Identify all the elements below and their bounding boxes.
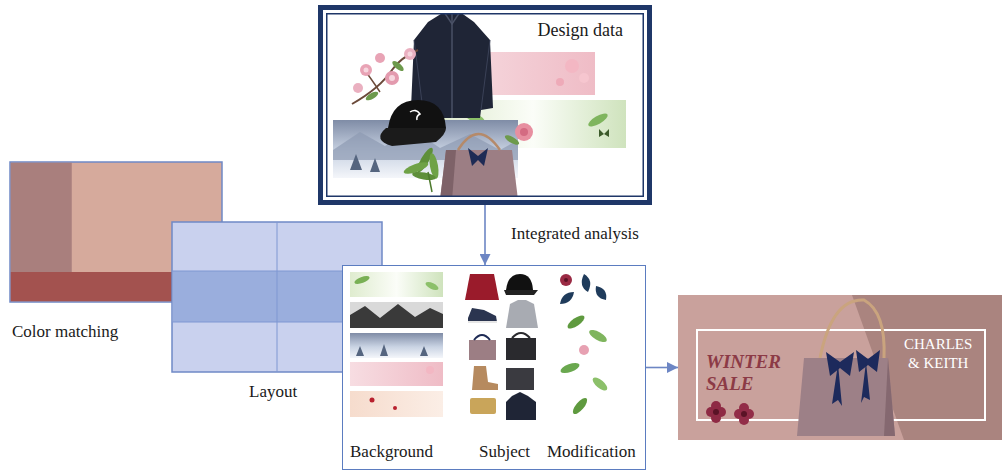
banner-artwork [826, 350, 880, 376]
design-collage [385, 71, 399, 85]
design-collage [586, 111, 609, 129]
element-thumbnails [474, 335, 490, 340]
brand-name: CHARLES & KEITH [904, 335, 972, 373]
element-thumbnails [424, 280, 439, 291]
design-collage [579, 73, 589, 83]
design-collage [451, 14, 453, 118]
banner-artwork [678, 295, 1002, 440]
card-caption: Color matching [12, 322, 118, 342]
element-thumbnails [350, 362, 443, 386]
design-collage [391, 59, 406, 73]
design-collage [599, 129, 609, 137]
element-thumbnails [506, 338, 536, 360]
element-thumbnails [468, 321, 497, 323]
element-thumbnails [559, 361, 581, 375]
panel-ground [342, 265, 646, 470]
element-thumbnails [506, 274, 533, 290]
element-thumbnails [512, 333, 530, 338]
banner-artwork [678, 295, 1002, 440]
sale-headline: WINTER SALE [706, 351, 781, 395]
element-thumbnails [350, 302, 443, 328]
flow-arrow [484, 205, 486, 265]
design-collage [444, 12, 460, 24]
design-collage [408, 52, 413, 57]
card-caption: Layout [249, 382, 297, 402]
color-matching-card: Color matching [10, 162, 222, 302]
element-thumbnails [469, 340, 496, 360]
design-collage [380, 128, 446, 146]
design-collage [412, 170, 437, 181]
element-thumbnails [350, 272, 443, 297]
banner-artwork [884, 358, 895, 436]
design-collage [389, 75, 395, 81]
design-collage [388, 100, 446, 128]
flower-ornament [706, 401, 754, 425]
element-thumbnails [506, 300, 538, 328]
design-collage [414, 40, 490, 110]
element-thumbnails [591, 375, 610, 393]
design-collage [520, 128, 528, 136]
column-label: Modification [547, 442, 636, 462]
design-collage [565, 59, 579, 73]
design-collage [333, 12, 626, 200]
column-label: Background [350, 442, 433, 462]
element-thumbnails [350, 333, 443, 358]
banner-artwork [832, 362, 870, 406]
layout-card: Layout [172, 222, 382, 372]
design-data-panel: Design data [318, 5, 652, 205]
flower-ornament [713, 409, 719, 415]
design-collage [440, 150, 456, 200]
design-collage [428, 172, 432, 192]
design-collage [515, 123, 533, 141]
design-collage [364, 90, 379, 102]
element-thumbnails [356, 344, 428, 356]
flower-ornament [741, 411, 747, 417]
element-thumbnails [566, 313, 587, 331]
design-collage [410, 110, 420, 120]
element-thumbnails [560, 274, 572, 286]
element-thumbnails [506, 392, 536, 420]
design-collage [556, 78, 564, 86]
element-thumbnails [350, 391, 443, 417]
color-swatch-card [11, 163, 72, 272]
element-thumbnails [560, 274, 606, 304]
element-thumbnails [350, 272, 609, 420]
element-thumbnails [506, 368, 534, 390]
element-thumbnails [465, 274, 499, 300]
element-thumbnails [393, 406, 397, 410]
banner-artwork [820, 300, 884, 358]
banner-poster: WINTER SALE CHARLES & KEITH [678, 295, 1002, 440]
element-library-panel: Background Subject Modification [342, 265, 646, 470]
element-thumbnails [350, 304, 443, 328]
element-thumbnails [472, 366, 498, 390]
element-thumbnails [579, 345, 589, 355]
edge-label: Integrated analysis [511, 224, 639, 244]
element-thumbnails [370, 398, 375, 403]
design-collage [375, 53, 385, 63]
element-thumbnails [564, 278, 568, 282]
element-thumbnails [571, 396, 590, 416]
design-collage [353, 83, 363, 93]
element-thumbnails [470, 398, 496, 414]
element-thumbnails [468, 308, 497, 322]
design-collage [364, 68, 369, 73]
column-label: Subject [479, 442, 530, 462]
design-collage [404, 48, 416, 60]
connector-group [485, 205, 678, 368]
layout-grid-card [277, 222, 278, 372]
flow-arrow [646, 367, 678, 369]
design-collage [360, 64, 372, 76]
element-thumbnails [353, 274, 370, 285]
element-thumbnails [426, 366, 434, 374]
design-collage [468, 148, 488, 166]
design-collage [458, 134, 500, 150]
panel-heading: Design data [538, 20, 623, 41]
element-thumbnails [587, 328, 608, 345]
element-thumbnails [504, 290, 538, 295]
